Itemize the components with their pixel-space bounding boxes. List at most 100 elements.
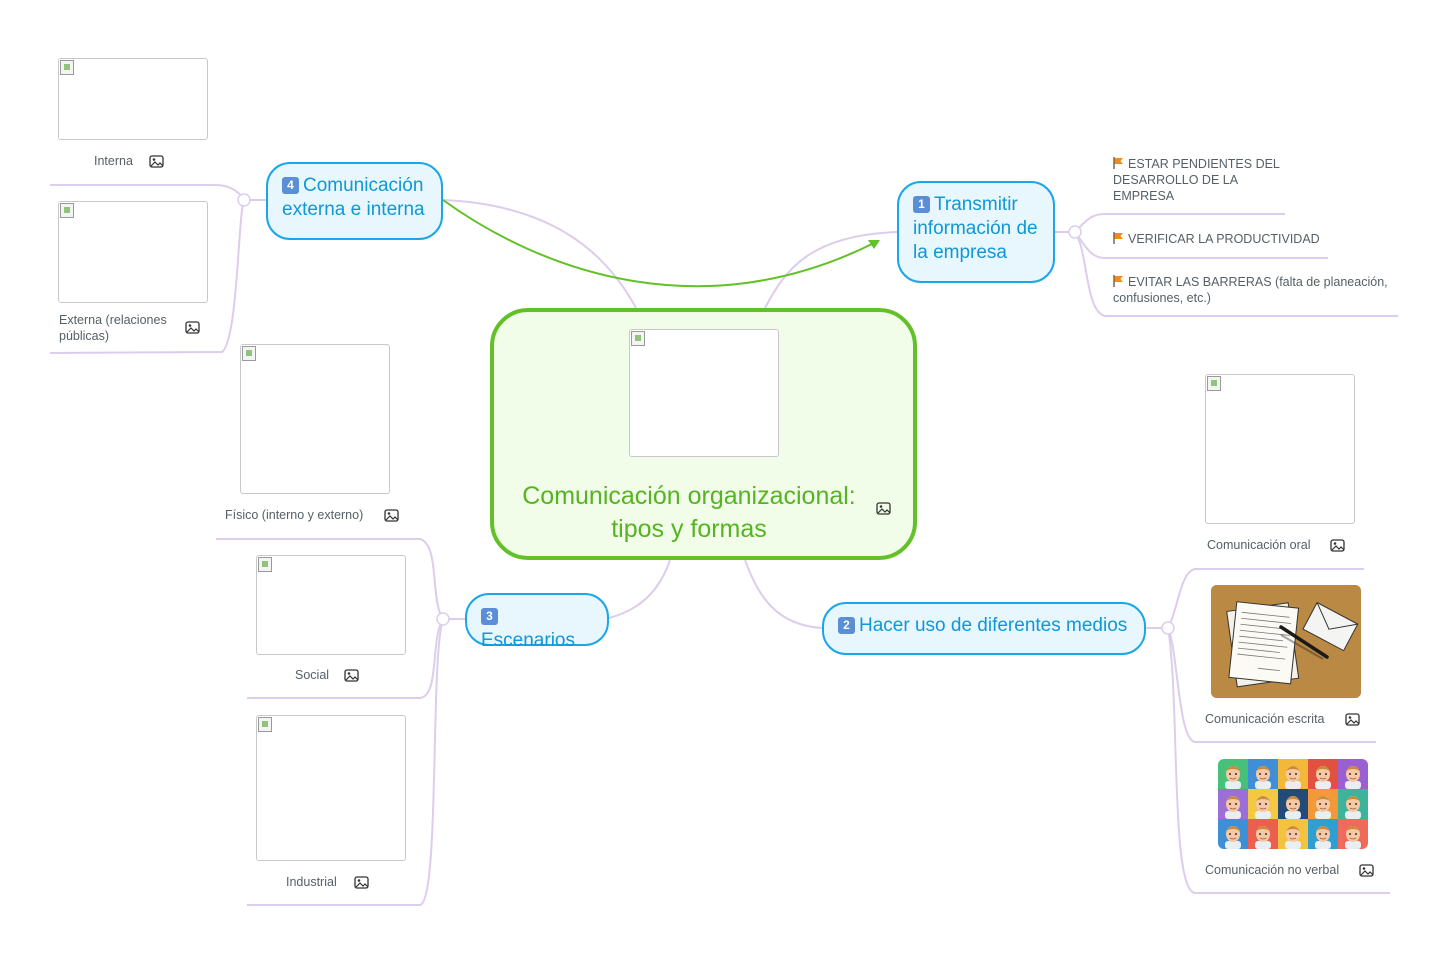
subtopic-line: EMPRESA bbox=[1113, 189, 1175, 203]
broken-image-icon bbox=[258, 557, 272, 572]
branch-line-topic-2 bbox=[744, 559, 823, 629]
face-tile bbox=[1338, 819, 1368, 849]
subtopic-externa[interactable]: Externa (relaciones públicas) bbox=[59, 312, 184, 344]
image-icon[interactable] bbox=[354, 876, 369, 889]
subtopic-line: confusiones, etc.) bbox=[1113, 291, 1211, 305]
subtopic-label: Comunicación no verbal bbox=[1205, 863, 1340, 877]
central-title-line: Comunicación organizacional: bbox=[522, 482, 856, 510]
number-1-badge-icon: 1 bbox=[913, 196, 930, 213]
face-tile bbox=[1278, 759, 1308, 789]
orange-flag-icon bbox=[1113, 275, 1123, 287]
subtopic-line: DESARROLLO DE LA bbox=[1113, 173, 1239, 187]
face-tile bbox=[1248, 819, 1278, 849]
image-icon[interactable] bbox=[185, 321, 200, 334]
image-icon[interactable] bbox=[384, 509, 399, 522]
topic-label-line: externa e interna bbox=[282, 199, 425, 220]
subtopic-fisico[interactable]: Físico (interno y externo) bbox=[225, 507, 363, 523]
face-tile bbox=[1218, 819, 1248, 849]
branch-line-externa bbox=[49, 199, 245, 354]
interna-image[interactable] bbox=[58, 58, 208, 140]
face-tile bbox=[1218, 789, 1248, 819]
image-icon[interactable] bbox=[1345, 713, 1360, 726]
face-tile bbox=[1338, 759, 1368, 789]
subtopic-industrial[interactable]: Industrial bbox=[286, 874, 337, 890]
image-icon[interactable] bbox=[876, 502, 891, 515]
topic-label-line: Transmitir bbox=[934, 194, 1018, 215]
broken-image-icon bbox=[242, 346, 256, 361]
subtopic-evitar-barreras[interactable]: EVITAR LAS BARRERAS (falta de planeación… bbox=[1113, 274, 1398, 306]
subtopic-social[interactable]: Social bbox=[295, 667, 329, 683]
number-3-badge-icon: 3 bbox=[481, 608, 498, 625]
branch-line-interna bbox=[50, 184, 245, 201]
central-topic[interactable]: Comunicación organizacional: tipos y for… bbox=[490, 308, 917, 560]
social-image[interactable] bbox=[256, 555, 406, 655]
branch-line-topic-3 bbox=[608, 559, 671, 619]
topic-label: Escenarios bbox=[481, 630, 575, 651]
face-tile bbox=[1278, 819, 1308, 849]
branch-line-noverbal bbox=[1167, 627, 1390, 894]
subtopic-comunicacion-oral[interactable]: Comunicación oral bbox=[1207, 537, 1311, 553]
broken-image-icon bbox=[258, 717, 272, 732]
letters-envelope-illustration bbox=[1211, 585, 1361, 698]
image-icon[interactable] bbox=[1359, 864, 1374, 877]
broken-image-icon bbox=[1207, 376, 1221, 391]
fisico-image[interactable] bbox=[240, 344, 390, 494]
branch-line-industrial bbox=[247, 618, 444, 906]
externa-image[interactable] bbox=[58, 201, 208, 303]
broken-image-icon bbox=[60, 60, 74, 75]
joint-topic-1[interactable] bbox=[1068, 225, 1082, 239]
subtopic-line: ESTAR PENDIENTES DEL bbox=[1128, 157, 1280, 171]
subtopic-label: Social bbox=[295, 668, 330, 682]
letters-envelope-photo[interactable] bbox=[1211, 585, 1361, 698]
orange-flag-icon bbox=[1113, 157, 1123, 169]
subtopic-label: Físico (interno y externo) bbox=[225, 508, 364, 522]
topic-label-line: la empresa bbox=[913, 242, 1007, 263]
subtopic-estar-pendientes[interactable]: ESTAR PENDIENTES DEL DESARROLLO DE LA EMPR… bbox=[1113, 156, 1288, 204]
relation-arrowhead bbox=[868, 240, 880, 249]
face-tile bbox=[1338, 789, 1368, 819]
branch-line-escrita bbox=[1167, 627, 1376, 743]
image-icon[interactable] bbox=[344, 669, 359, 682]
topic-escenarios[interactable]: 3Escenarios bbox=[465, 593, 609, 651]
subtopic-label: Comunicación oral bbox=[1207, 538, 1311, 552]
subtopic-label: Industrial bbox=[286, 875, 337, 889]
number-4-badge-icon: 4 bbox=[282, 177, 299, 194]
central-image bbox=[629, 329, 779, 457]
image-icon[interactable] bbox=[149, 155, 164, 168]
orange-flag-icon bbox=[1113, 232, 1123, 244]
branch-line-item3 bbox=[1074, 231, 1398, 317]
subtopic-interna[interactable]: Interna bbox=[94, 153, 133, 169]
face-tile bbox=[1308, 759, 1338, 789]
subtopic-line: VERIFICAR LA PRODUCTIVIDAD bbox=[1128, 232, 1320, 246]
face-tile bbox=[1308, 789, 1338, 819]
face-tile bbox=[1218, 759, 1248, 789]
subtopic-line: Externa (relaciones bbox=[59, 313, 167, 327]
subtopic-comunicacion-escrita[interactable]: Comunicación escrita bbox=[1205, 711, 1325, 727]
image-icon[interactable] bbox=[1330, 539, 1345, 552]
branch-line-social bbox=[247, 618, 444, 699]
facial-expressions-photo[interactable] bbox=[1218, 759, 1368, 849]
topic-label: Hacer uso de diferentes medios bbox=[859, 615, 1128, 636]
topic-label-line: Comunicación bbox=[303, 175, 424, 196]
facial-expressions-grid bbox=[1218, 759, 1368, 849]
joint-topic-3[interactable] bbox=[436, 612, 450, 626]
subtopic-line: públicas) bbox=[59, 329, 110, 343]
joint-topic-4[interactable] bbox=[237, 193, 251, 207]
subtopic-comunicacion-no-verbal[interactable]: Comunicación no verbal bbox=[1205, 862, 1339, 878]
relation-arrow[interactable] bbox=[442, 199, 875, 288]
joint-topic-2[interactable] bbox=[1161, 621, 1175, 635]
industrial-image[interactable] bbox=[256, 715, 406, 861]
central-title: Comunicación organizacional: tipos y for… bbox=[504, 480, 874, 546]
face-tile bbox=[1248, 759, 1278, 789]
subtopic-label: Comunicación escrita bbox=[1205, 712, 1325, 726]
face-tile bbox=[1278, 789, 1308, 819]
subtopic-verificar-productividad[interactable]: VERIFICAR LA PRODUCTIVIDAD bbox=[1113, 231, 1328, 247]
broken-image-icon bbox=[60, 203, 74, 218]
subtopic-label: Interna bbox=[94, 154, 133, 168]
branch-line-fisico bbox=[216, 538, 444, 620]
oral-image[interactable] bbox=[1205, 374, 1355, 524]
